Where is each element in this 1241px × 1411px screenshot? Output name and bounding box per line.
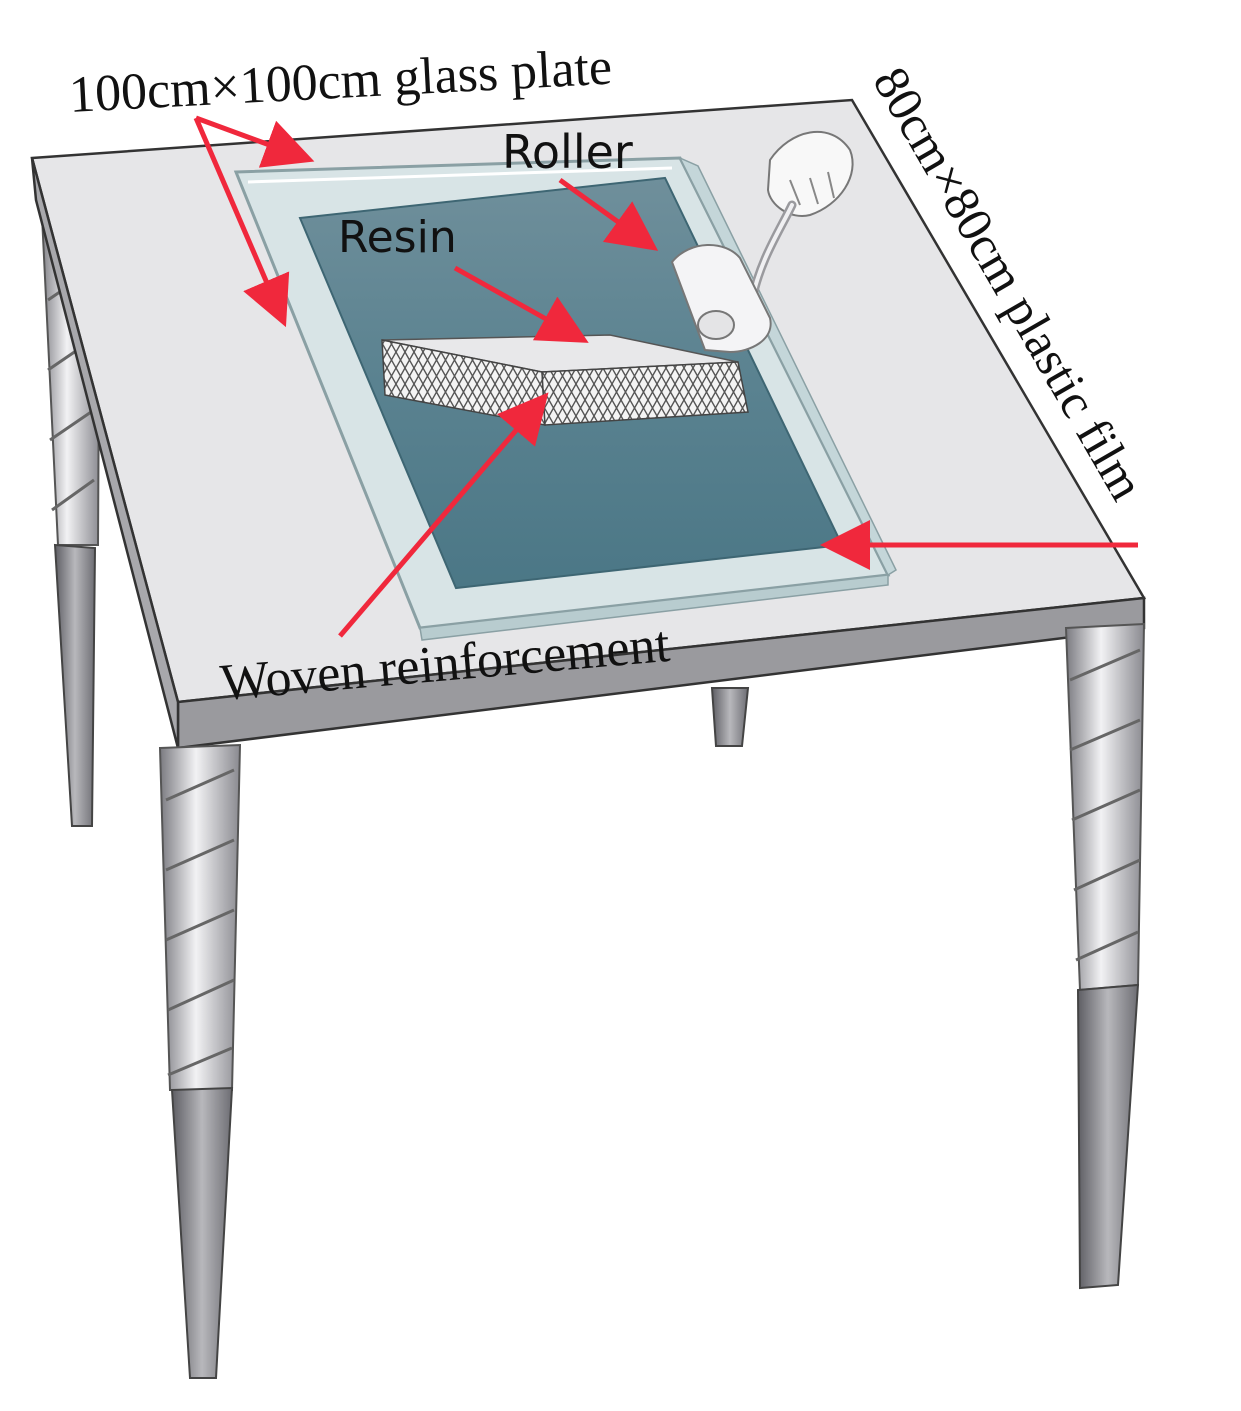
arrow-glass-plate-top (195, 115, 315, 168)
glass-plate-label: 100cm×100cm glass plate (68, 39, 614, 124)
roller-label: Roller (502, 125, 633, 179)
table-leg-back-right (710, 687, 750, 747)
roller-icon (670, 131, 854, 354)
annotation-arrows (193, 115, 1138, 638)
arrow-woven-reinforcement (338, 392, 549, 638)
table-leg-front-right (1064, 622, 1146, 1290)
resin-label: Resin (338, 212, 457, 263)
arrow-resin (453, 265, 589, 343)
arrow-glass-plate-side (193, 117, 290, 328)
arrow-roller (558, 177, 659, 251)
table-leg-front-left (158, 743, 242, 1379)
